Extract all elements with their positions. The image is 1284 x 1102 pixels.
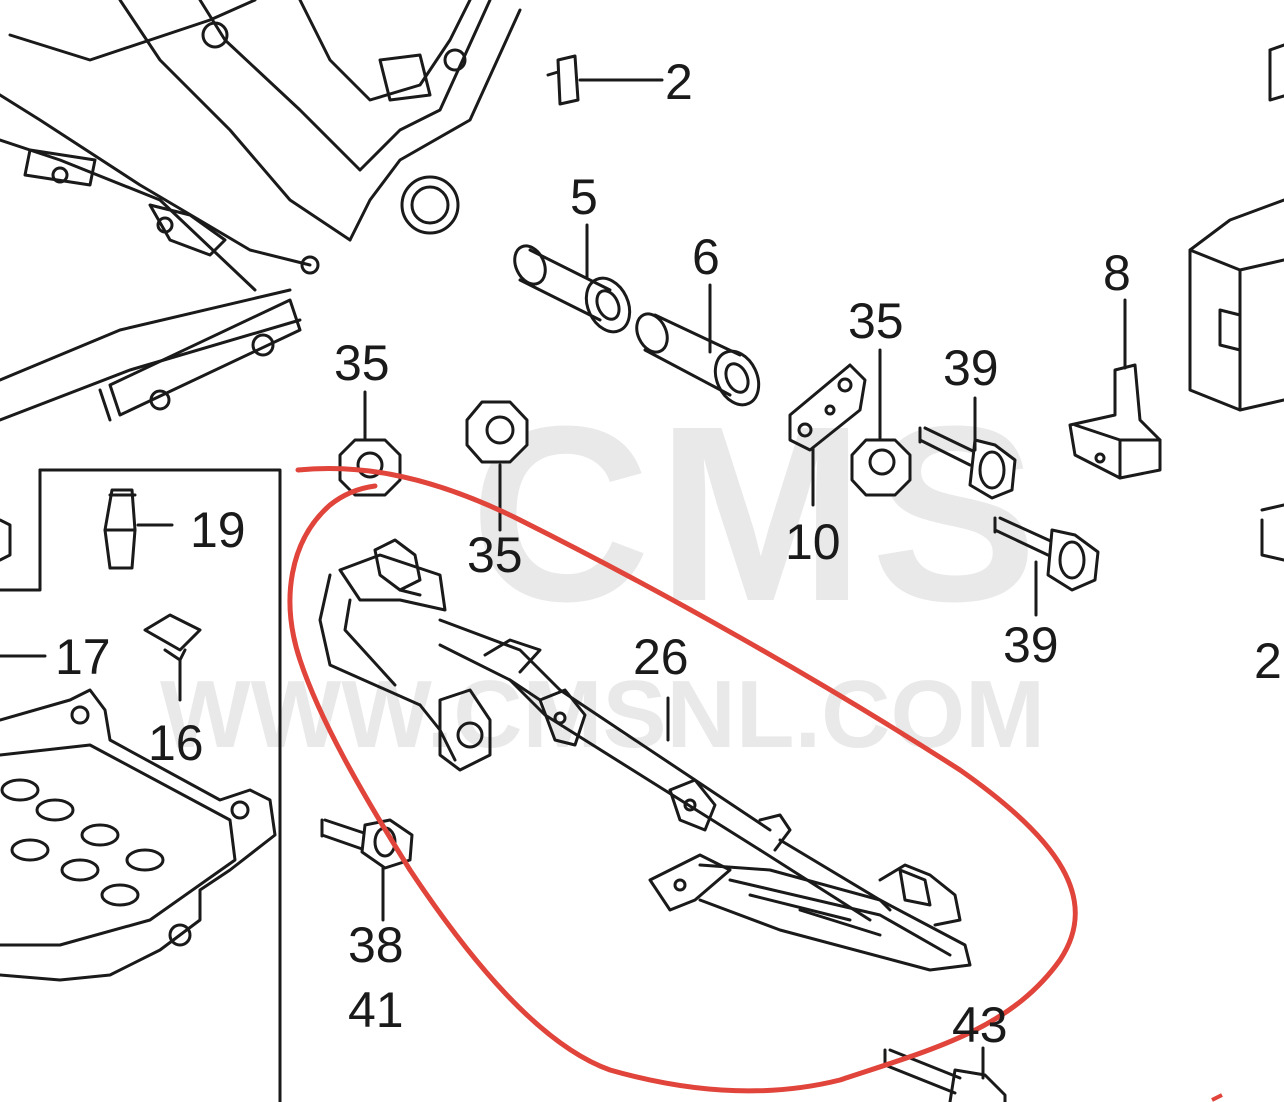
callout-39-bottom: 39 <box>1003 617 1059 673</box>
callout-16: 16 <box>148 715 204 771</box>
part-16-clip <box>143 613 202 662</box>
callout-5: 5 <box>570 169 598 225</box>
part-19-fitting <box>103 488 137 570</box>
callout-41: 41 <box>348 982 404 1038</box>
frame-assembly <box>0 0 522 422</box>
callout-35-left: 35 <box>334 335 390 391</box>
callout-2: 2 <box>665 54 693 110</box>
callout-35-mid: 35 <box>467 527 523 583</box>
callout-6: 6 <box>692 229 720 285</box>
inset-box-outline <box>38 468 282 1102</box>
part-5-collar <box>513 244 632 334</box>
part-39-bolt-top <box>918 426 1017 500</box>
callout-26: 26 <box>633 629 689 685</box>
callout-2-edge: 2 <box>1254 633 1282 689</box>
watermark-logo: CMS <box>470 374 1044 653</box>
highlight-loop <box>287 465 1078 1094</box>
part-8-bracket <box>1068 363 1162 480</box>
part-10-plate <box>788 363 867 452</box>
right-edge-component <box>1188 43 1284 562</box>
callout-38: 38 <box>348 917 404 973</box>
callout-43: 43 <box>952 997 1008 1053</box>
floor-step <box>0 688 277 982</box>
callout-10: 10 <box>785 514 841 570</box>
part-26-step-bar <box>318 538 972 972</box>
callout-39-top: 39 <box>943 340 999 396</box>
part-35-nut-left <box>338 438 402 497</box>
callout-35-top: 35 <box>848 293 904 349</box>
part-38-41-bolt <box>320 818 414 870</box>
callout-19: 19 <box>190 502 246 558</box>
part-39-bolt-bottom <box>993 516 1100 592</box>
part-35-nut-right <box>850 438 912 497</box>
part-2-clip <box>546 54 580 106</box>
callout-17: 17 <box>55 629 111 685</box>
part-6-collar <box>635 312 761 407</box>
part-35-nut-mid <box>465 400 529 464</box>
callout-8: 8 <box>1103 245 1131 301</box>
